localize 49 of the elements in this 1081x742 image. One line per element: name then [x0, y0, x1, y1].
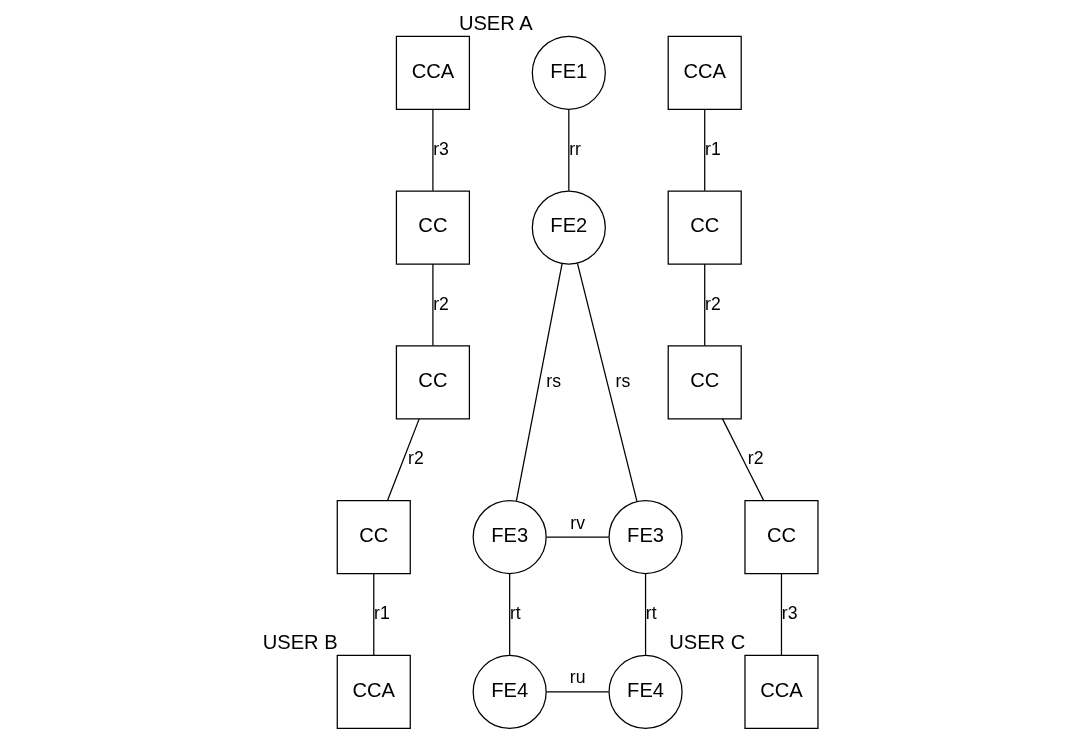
node-circle: FE3 [472, 500, 547, 575]
edge-label: r1 [705, 138, 721, 159]
node-box: CC [667, 345, 742, 420]
edge-label: r3 [781, 603, 798, 624]
edge-label: r2 [433, 293, 449, 314]
connector [387, 418, 420, 501]
node-label: USER B [262, 630, 338, 653]
connector [373, 573, 375, 656]
connector [576, 262, 638, 502]
edge-label: r1 [374, 603, 390, 624]
edge-label: r2 [705, 293, 721, 314]
node-box: CC [667, 190, 742, 265]
node-box: CC [744, 500, 819, 575]
connector [432, 263, 434, 347]
edge-label: rr [569, 138, 581, 159]
edge-label: r2 [408, 448, 424, 469]
node-circle: FE2 [531, 190, 606, 265]
connector [780, 573, 783, 656]
node-circle: FE1 [531, 35, 606, 110]
edge-label: rt [509, 603, 521, 624]
edge-label: ru [569, 667, 586, 688]
node-box: CCA [336, 654, 411, 729]
edge-label: r2 [747, 448, 764, 469]
node-label: USER A [458, 11, 533, 34]
node-box: CCA [667, 35, 742, 110]
node-circle: FE4 [472, 654, 547, 729]
connector [568, 108, 570, 192]
connector [721, 418, 765, 501]
connector [515, 262, 563, 502]
connector [509, 573, 511, 656]
connector [644, 573, 647, 656]
connector [545, 691, 610, 693]
node-box: CC [336, 500, 411, 575]
edge-label: rv [570, 512, 585, 533]
connector [704, 263, 706, 347]
edge-label: rt [645, 603, 657, 624]
node-box: CC [395, 345, 471, 420]
node-box: CCA [395, 35, 471, 110]
edge-label: rs [615, 370, 631, 391]
connector [432, 108, 434, 192]
node-label: USER C [669, 630, 746, 653]
edge-label: r3 [433, 138, 449, 159]
node-circle: FE3 [608, 500, 683, 575]
edge-label: rs [546, 370, 562, 391]
node-box: CC [395, 190, 471, 265]
connector [704, 108, 706, 192]
node-circle: FE4 [608, 654, 683, 729]
connector [545, 536, 610, 538]
node-box: CCA [744, 654, 819, 729]
